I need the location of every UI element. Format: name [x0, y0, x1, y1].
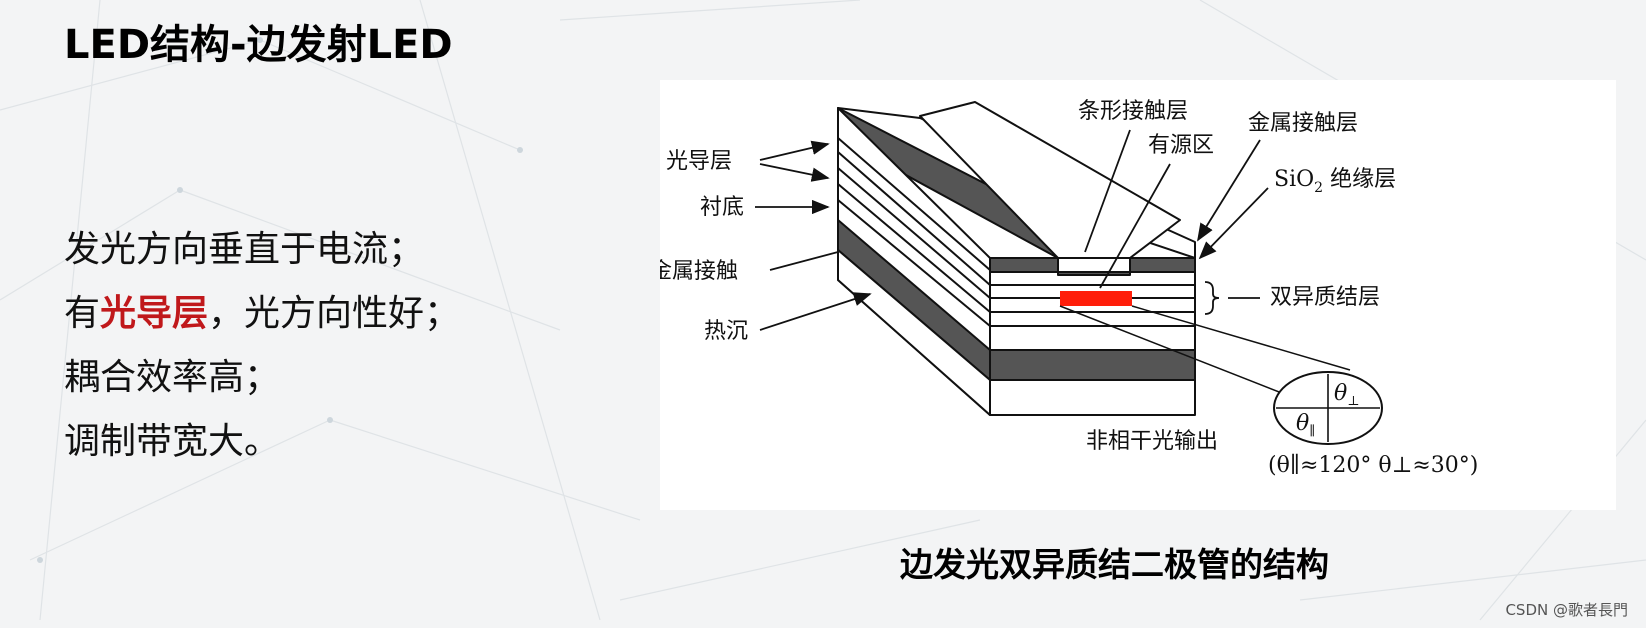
- bullet-text: 调制带宽大。: [64, 421, 281, 462]
- label-guide-layer: 光导层: [666, 149, 732, 174]
- highlight-guide-layer: 光导层: [100, 293, 209, 334]
- label-incoherent-output: 非相干光输出: [1086, 429, 1218, 454]
- bullet-list: 发光方向垂直于电流； 有光导层，光方向性好； 耦合效率高； 调制带宽大。: [64, 218, 460, 474]
- bullet-text: 耦合效率高；: [64, 357, 281, 398]
- bullet-item: 发光方向垂直于电流；: [64, 218, 460, 282]
- bullet-item: 调制带宽大。: [64, 410, 460, 474]
- label-angle-values: (θ∥≈120° θ⊥≈30°): [1268, 453, 1478, 478]
- bullet-item: 耦合效率高；: [64, 346, 460, 410]
- slide-title: LED结构-边发射LED: [64, 22, 453, 68]
- watermark: CSDN @歌者長門: [1505, 601, 1628, 619]
- edge-emitter-diagram: 光导层 衬底 金属接触 热沉 条形接触层 有源区 金属接触层 SiO2 绝缘层 …: [660, 99, 1478, 478]
- active-region-highlight: [1060, 291, 1132, 306]
- label-metal-contact: 金属接触: [660, 259, 738, 284]
- label-theta-perp: θ⊥: [1334, 381, 1359, 409]
- label-stripe-contact: 条形接触层: [1078, 99, 1188, 124]
- bullet-text: 发光方向垂直于电流；: [64, 229, 425, 270]
- label-heat-sink: 热沉: [704, 319, 748, 344]
- label-theta-par: θ∥: [1296, 411, 1315, 439]
- label-substrate: 衬底: [700, 195, 744, 220]
- far-field-ellipse: θ⊥ θ∥: [1273, 371, 1383, 445]
- figure-panel: 光导层 衬底 金属接触 热沉 条形接触层 有源区 金属接触层 SiO2 绝缘层 …: [660, 80, 1616, 510]
- device-block: [837, 101, 1196, 416]
- label-metal-contact-layer: 金属接触层: [1248, 111, 1358, 136]
- figure-caption: 边发光双异质结二极管的结构: [900, 545, 1329, 584]
- label-sio2-insulation: SiO2 绝缘层: [1274, 167, 1396, 196]
- label-double-heterojunction: 双异质结层: [1270, 285, 1380, 310]
- bullet-suffix: ，光方向性好；: [208, 293, 461, 334]
- bullet-prefix: 有: [64, 293, 101, 334]
- label-active-region: 有源区: [1148, 133, 1214, 158]
- bullet-item: 有光导层，光方向性好；: [64, 282, 460, 346]
